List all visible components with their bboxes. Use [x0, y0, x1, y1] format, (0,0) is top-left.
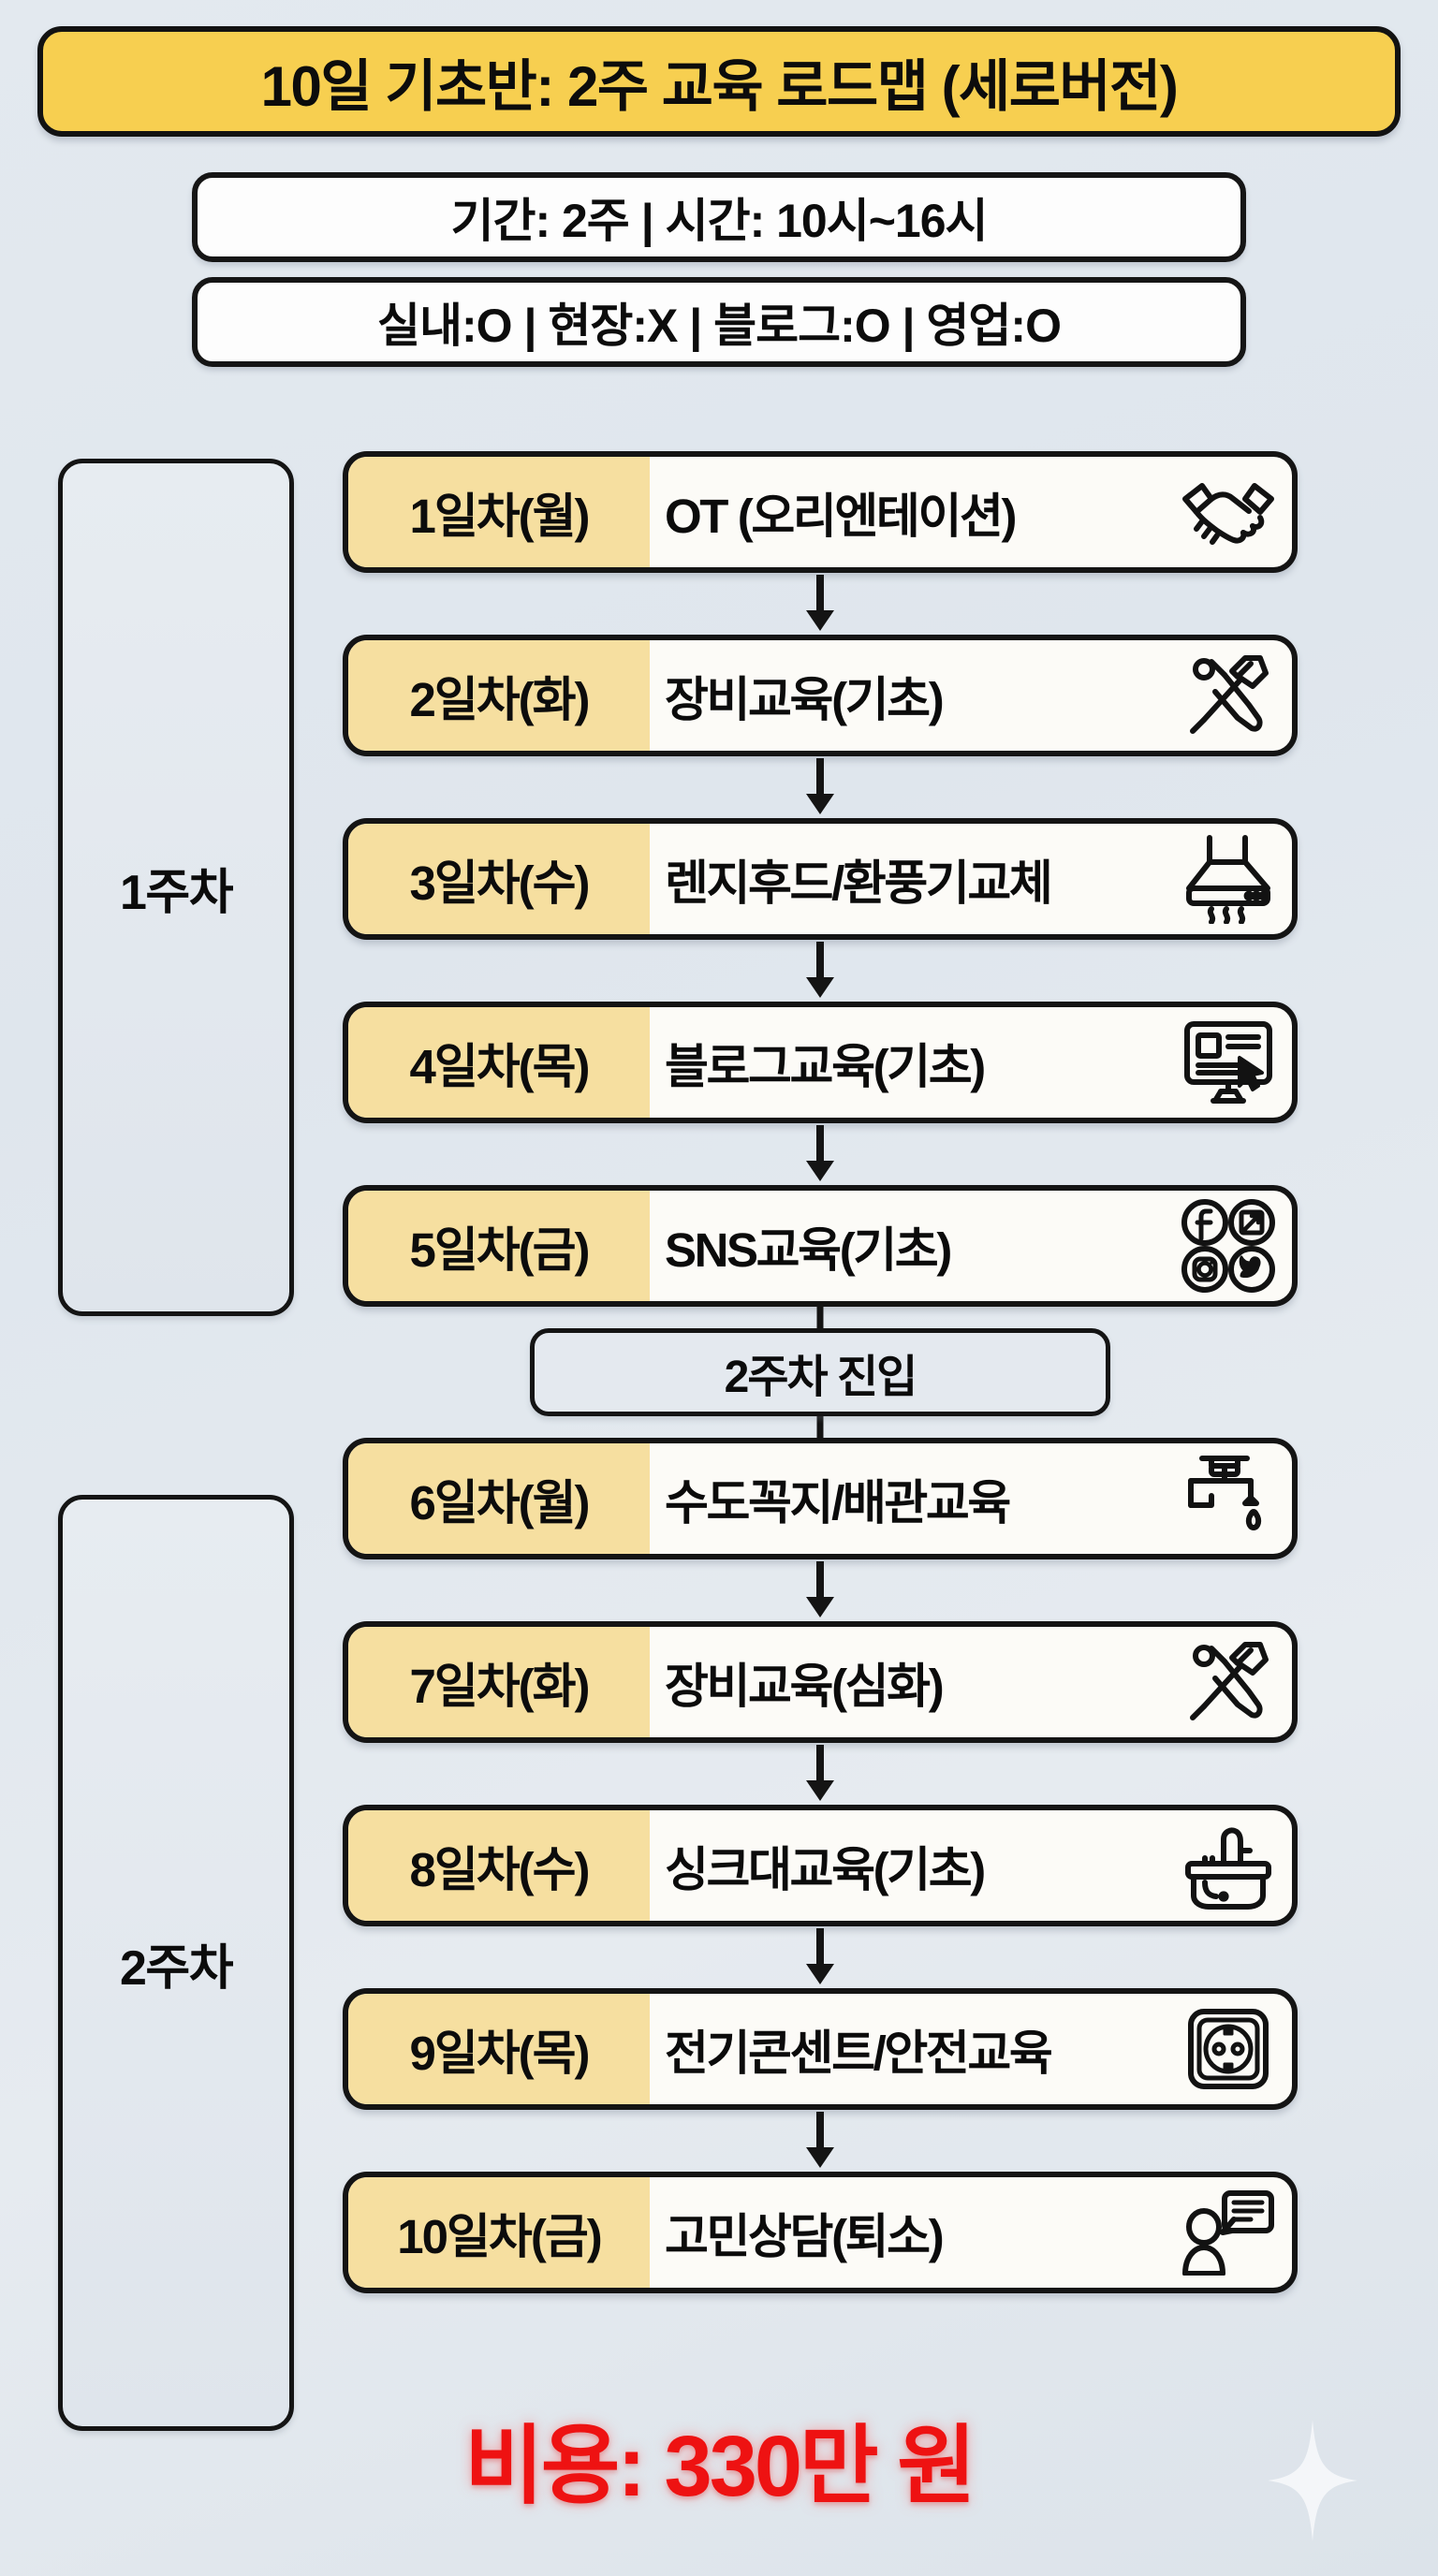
- flow-arrow-icon: [343, 1559, 1298, 1621]
- page-title: 10일 기초반: 2주 교육 로드맵 (세로버전): [260, 54, 1179, 118]
- day-card[interactable]: 10일차(금) 고민상담(퇴소): [343, 2172, 1298, 2293]
- handshake-icon: [1172, 457, 1292, 567]
- day-card[interactable]: 8일차(수) 싱크대교육(기초): [343, 1805, 1298, 1926]
- day-code-label: 1일차(월): [409, 490, 590, 543]
- day-title: 장비교육(심화): [650, 1627, 1172, 1737]
- day-code-label: 3일차(수): [409, 856, 590, 910]
- tools-icon: [1172, 640, 1292, 751]
- day-title: OT (오리엔테이션): [650, 457, 1172, 567]
- day-code-label: 10일차(금): [397, 2210, 602, 2263]
- flow-arrow-icon: [343, 756, 1298, 818]
- person-chat-icon: [1172, 2177, 1292, 2288]
- day-code-badge: 2일차(화): [348, 640, 650, 751]
- page-title-bar: 10일 기초반: 2주 교육 로드맵 (세로버전): [37, 26, 1401, 137]
- social-media-icon: [1172, 1191, 1292, 1301]
- day-code-badge: 6일차(월): [348, 1443, 650, 1554]
- day-title-label: 전기콘센트/안전교육: [665, 2027, 1053, 2080]
- day-code-badge: 3일차(수): [348, 824, 650, 934]
- flow-arrow-icon: [343, 1123, 1298, 1185]
- day-title: 렌지후드/환풍기교체: [650, 824, 1172, 934]
- day-code-label: 9일차(목): [409, 2027, 590, 2080]
- week-divider: 2주차 진입: [343, 1307, 1298, 1438]
- day-title-label: 장비교육(심화): [665, 1660, 945, 1713]
- day-title-label: 수도꼭지/배관교육: [665, 1476, 1011, 1530]
- day-code-label: 7일차(화): [409, 1660, 590, 1713]
- day-code-label: 5일차(금): [409, 1223, 590, 1277]
- week-label-2: 2주차: [119, 1940, 234, 1996]
- day-code-badge: 1일차(월): [348, 457, 650, 567]
- monitor-blog-icon: [1172, 1007, 1292, 1118]
- day-title: SNS교육(기초): [650, 1191, 1172, 1301]
- day-card[interactable]: 7일차(화) 장비교육(심화): [343, 1621, 1298, 1743]
- info-bar-features: 실내:O | 현장:X | 블로그:O | 영업:O: [192, 277, 1246, 367]
- day-code-label: 6일차(월): [409, 1476, 590, 1530]
- flow-arrow-icon: [343, 940, 1298, 1002]
- day-card[interactable]: 1일차(월) OT (오리엔테이션): [343, 451, 1298, 573]
- day-code-badge: 7일차(화): [348, 1627, 650, 1737]
- flow-arrow-icon: [343, 1926, 1298, 1988]
- day-title: 수도꼭지/배관교육: [650, 1443, 1172, 1554]
- day-title-label: 싱크대교육(기초): [665, 1843, 986, 1896]
- week-label-box-2: 2주차: [58, 1495, 294, 2431]
- day-card[interactable]: 4일차(목) 블로그교육(기초): [343, 1002, 1298, 1123]
- roadmap-rail: 1일차(월) OT (오리엔테이션) 2일차(화) 장비교육(기초): [343, 451, 1322, 2293]
- flow-arrow-icon: [343, 1743, 1298, 1805]
- day-code-badge: 8일차(수): [348, 1810, 650, 1921]
- info-bar-duration: 기간: 2주 | 시간: 10시~16시: [192, 172, 1246, 262]
- day-title-label: 고민상담(퇴소): [665, 2210, 945, 2263]
- day-title: 장비교육(기초): [650, 640, 1172, 751]
- power-outlet-icon: [1172, 1994, 1292, 2104]
- info-duration-text: 기간: 2주 | 시간: 10시~16시: [450, 195, 988, 247]
- day-code-badge: 4일차(목): [348, 1007, 650, 1118]
- week-divider-box: 2주차 진입: [530, 1328, 1110, 1416]
- faucet-icon: [1172, 1443, 1292, 1554]
- day-title-label: 렌지후드/환풍기교체: [665, 856, 1053, 910]
- flow-arrow-icon: [343, 2110, 1298, 2172]
- day-card[interactable]: 5일차(금) SNS교육(기초): [343, 1185, 1298, 1307]
- flow-arrow-icon: [343, 573, 1298, 635]
- day-title: 전기콘센트/안전교육: [650, 1994, 1172, 2104]
- day-title-label: 장비교육(기초): [665, 673, 945, 726]
- day-title: 블로그교육(기초): [650, 1007, 1172, 1118]
- sink-icon: [1172, 1810, 1292, 1921]
- day-title-label: 블로그교육(기초): [665, 1040, 986, 1093]
- tools-icon: [1172, 1627, 1292, 1737]
- week-label-1: 1주차: [119, 865, 234, 920]
- day-title: 고민상담(퇴소): [650, 2177, 1172, 2288]
- day-code-badge: 10일차(금): [348, 2177, 650, 2288]
- range-hood-icon: [1172, 824, 1292, 934]
- day-card[interactable]: 6일차(월) 수도꼭지/배관교육: [343, 1438, 1298, 1559]
- day-code-label: 2일차(화): [409, 673, 590, 726]
- day-title: 싱크대교육(기초): [650, 1810, 1172, 1921]
- price-footer: 비용: 330만 원: [0, 2396, 1438, 2521]
- day-code-badge: 9일차(목): [348, 1994, 650, 2104]
- day-title-label: OT (오리엔테이션): [665, 490, 1017, 543]
- price-text: 비용: 330만 원: [464, 2419, 976, 2514]
- day-title-label: SNS교육(기초): [665, 1223, 952, 1277]
- day-code-label: 8일차(수): [409, 1843, 590, 1896]
- day-card[interactable]: 2일차(화) 장비교육(기초): [343, 635, 1298, 756]
- day-code-label: 4일차(목): [409, 1040, 590, 1093]
- day-card[interactable]: 9일차(목) 전기콘센트/안전교육: [343, 1988, 1298, 2110]
- day-card[interactable]: 3일차(수) 렌지후드/환풍기교체: [343, 818, 1298, 940]
- week-divider-label: 2주차 진입: [724, 1353, 918, 1402]
- info-features-text: 실내:O | 현장:X | 블로그:O | 영업:O: [377, 300, 1062, 352]
- day-code-badge: 5일차(금): [348, 1191, 650, 1301]
- week-label-box-1: 1주차: [58, 459, 294, 1316]
